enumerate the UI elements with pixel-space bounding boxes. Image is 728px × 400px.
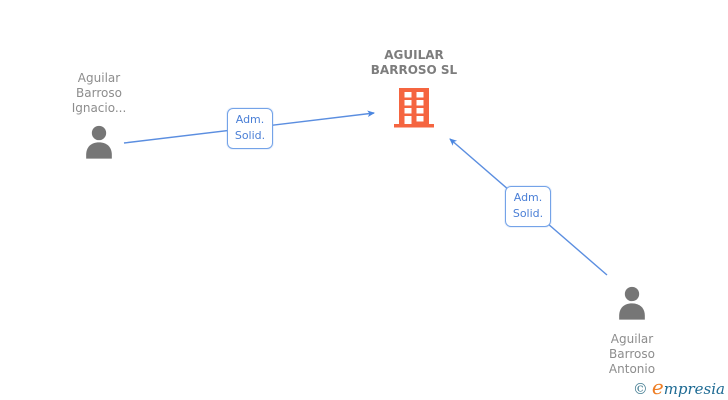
person-name-label: Aguilar Barroso Antonio: [608, 332, 656, 376]
person-icon: [79, 122, 119, 166]
company-name-label: AGUILAR BARROSO SL: [370, 48, 458, 77]
brand-initial: e: [651, 375, 664, 399]
node-company-aguilar-barroso-sl[interactable]: AGUILAR BARROSO SL: [354, 48, 474, 133]
brand-text: mpresia: [663, 380, 725, 398]
building-icon: [392, 85, 436, 133]
edge-label-adm-solid-2: Adm. Solid.: [505, 186, 551, 227]
edge-label-line-1: Adm.: [235, 113, 265, 126]
copyright-icon: ©: [632, 380, 648, 398]
edge-label-line-2: Solid.: [512, 207, 544, 220]
node-person-antonio[interactable]: Aguilar Barroso Antonio: [590, 283, 674, 377]
edge-label-line-2: Solid.: [234, 129, 266, 142]
node-person-ignacio[interactable]: Aguilar Barroso Ignacio...: [57, 71, 141, 166]
person-icon: [612, 283, 652, 327]
person-name-label: Aguilar Barroso Ignacio...: [71, 71, 127, 115]
edge-label-line-1: Adm.: [513, 191, 543, 204]
edge-label-adm-solid-1: Adm. Solid.: [227, 108, 273, 149]
empresia-watermark-logo: © e mpresia: [633, 377, 725, 398]
